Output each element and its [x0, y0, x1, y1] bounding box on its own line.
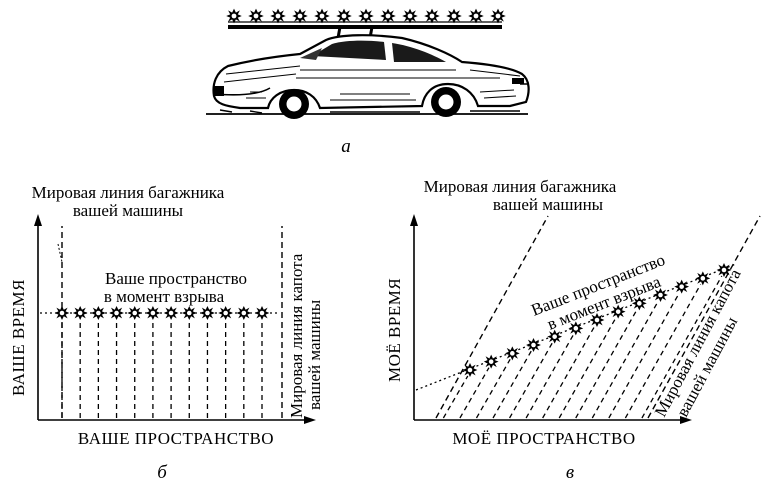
panel-b-axes — [34, 214, 316, 424]
panel-c-bomb-worldline — [575, 309, 638, 419]
roof-rack — [228, 21, 502, 39]
car-explosion — [226, 8, 242, 24]
car-explosion — [292, 8, 308, 24]
panel-c-explosion — [483, 354, 499, 369]
panel-b-explosion — [181, 306, 197, 320]
panel-c-bomb-worldline — [608, 292, 681, 419]
panel-c-bomb-worldline — [641, 275, 723, 419]
car-explosion — [314, 8, 330, 24]
car-illustration: а — [206, 8, 530, 157]
panel-c-bomb-worldline — [525, 334, 575, 419]
panel-c-explosion — [695, 271, 711, 286]
panel-b-y-axis-label: ВАШЕ ВРЕМЯ — [9, 279, 28, 396]
panel-c-bomb-worldline — [459, 367, 490, 419]
panel-b-bomb-worldlines — [61, 320, 263, 418]
panel-c-x-axis-label: МОЁ ПРОСТРАНСТВО — [452, 429, 635, 448]
car-explosion — [468, 8, 484, 24]
panel-b-explosion — [163, 306, 179, 320]
panel-c-bomb-worldline — [509, 342, 554, 419]
panel-b-explosion — [200, 306, 215, 320]
panel-b-trunk-label-line1: Мировая линия багажника — [32, 183, 225, 202]
panel-b-hood-label-line2: вашей машины — [305, 299, 324, 410]
figure-a-caption: а — [341, 136, 351, 157]
panel-c-trunk-worldline — [435, 215, 549, 419]
panel-c-bomb-worldlines — [442, 275, 723, 419]
car-explosion — [402, 8, 418, 24]
panel-b-hood-label-line1: Мировая линия капота — [287, 253, 306, 418]
panel-b-trunk-label-line2: вашей машины — [73, 201, 184, 220]
panel-b-explosion — [236, 306, 252, 320]
car-explosion — [336, 8, 352, 24]
panel-c-trunk-label-line1: Мировая линия багажника — [424, 177, 617, 196]
car-explosion — [248, 8, 264, 24]
panel-b-explosion — [127, 306, 143, 320]
panel-c: Мировая линия багажника вашей машины Ваш… — [385, 177, 761, 483]
panel-c-bomb-worldline — [591, 300, 659, 419]
panel-b-space-label-line1: Ваше пространство — [105, 269, 247, 288]
car-explosion — [380, 8, 396, 24]
panel-c-axes — [410, 214, 692, 424]
panel-b-explosion — [218, 306, 234, 320]
panel-c-bomb-worldline — [492, 350, 532, 419]
car-explosion — [270, 8, 286, 24]
panel-b-space-label-line2: в момент взрыва — [104, 287, 225, 306]
panel-c-explosion — [462, 363, 478, 377]
car-explosion — [424, 8, 440, 24]
car-explosions — [226, 8, 506, 24]
panel-b-caption: б — [157, 462, 168, 483]
panel-c-y-arrow — [410, 214, 418, 226]
panel-c-explosion — [674, 279, 690, 294]
panel-b: Мировая линия багажника вашей машины Ваш… — [9, 183, 324, 483]
panel-c-bomb-worldline — [475, 359, 511, 419]
panel-c-bomb-worldline — [442, 375, 469, 419]
panel-c-explosion — [526, 338, 541, 352]
panel-c-trunk-label-line2: вашей машины — [493, 195, 604, 214]
panel-c-caption: в — [566, 462, 574, 483]
panel-c-bomb-worldline — [558, 317, 617, 419]
car-explosion — [358, 8, 374, 24]
panel-c-x-arrow — [680, 416, 692, 424]
panel-b-y-arrow — [34, 214, 42, 226]
panel-c-y-axis-label: МОЁ ВРЕМЯ — [385, 278, 404, 382]
panel-c-bomb-worldline — [624, 284, 702, 419]
panel-b-explosion — [254, 306, 270, 320]
panel-b-explosion — [72, 306, 88, 320]
panel-b-explosion — [54, 306, 70, 320]
panel-b-x-arrow — [304, 416, 316, 424]
panel-b-x-axis-label: ВАШЕ ПРОСТРАНСТВО — [78, 429, 274, 448]
panel-c-hood-worldline — [647, 215, 761, 419]
panel-c-explosion — [504, 346, 520, 361]
car-explosion — [490, 8, 506, 24]
panel-b-explosion — [90, 306, 106, 320]
panel-b-explosion — [145, 306, 161, 320]
panel-b-explosion — [109, 306, 124, 320]
car-explosion — [446, 8, 462, 24]
car-body — [206, 34, 530, 119]
